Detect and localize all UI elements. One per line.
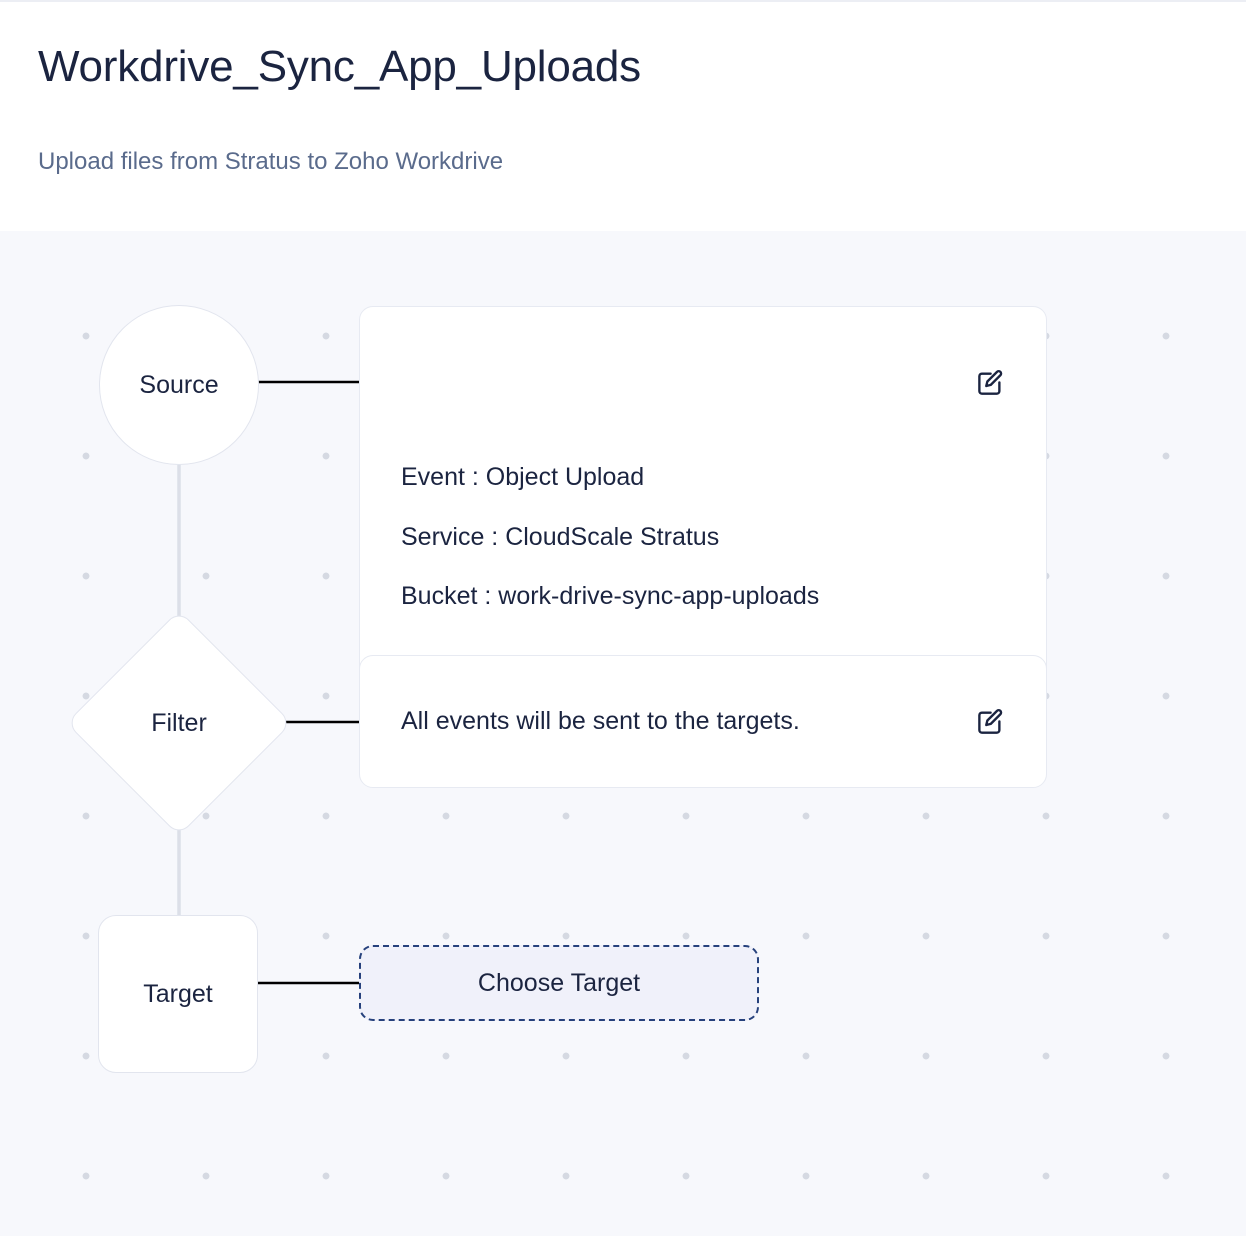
- flow-node-filter[interactable]: Filter: [65, 609, 293, 837]
- choose-target-label: Choose Target: [477, 968, 641, 997]
- filter-detail-lines: All events will be sent to the targets.: [401, 656, 800, 787]
- edit-source-button[interactable]: [974, 367, 1006, 399]
- edit-filter-button[interactable]: [974, 706, 1006, 738]
- edit-pencil-icon: [978, 708, 1003, 734]
- flow-node-target-label: Target: [143, 979, 213, 1008]
- flow-node-source-label: Source: [139, 370, 219, 399]
- flow-node-filter-label: Filter: [151, 708, 207, 737]
- filter-detail-card: All events will be sent to the targets.: [359, 655, 1047, 788]
- source-detail-service: Service : CloudScale Stratus: [401, 522, 720, 551]
- flow-canvas[interactable]: Source Filter Target Event : Object Uplo…: [0, 231, 1246, 1236]
- flow-node-source[interactable]: Source: [99, 305, 259, 465]
- flow-node-target[interactable]: Target: [98, 915, 258, 1073]
- source-detail-bucket: Bucket : work-drive-sync-app-uploads: [401, 582, 820, 611]
- edit-pencil-icon: [978, 370, 1003, 395]
- source-detail-event: Event : Object Upload: [401, 463, 645, 492]
- source-detail-lines: Event : Object Upload Service : CloudSca…: [401, 307, 819, 768]
- page-subtitle: Upload files from Stratus to Zoho Workdr…: [38, 148, 504, 175]
- filter-detail-text: All events will be sent to the targets.: [401, 706, 800, 735]
- page-title: Workdrive_Sync_App_Uploads: [38, 42, 641, 91]
- page-header: Workdrive_Sync_App_Uploads Upload files …: [0, 2, 1246, 231]
- choose-target-button[interactable]: Choose Target: [359, 945, 759, 1021]
